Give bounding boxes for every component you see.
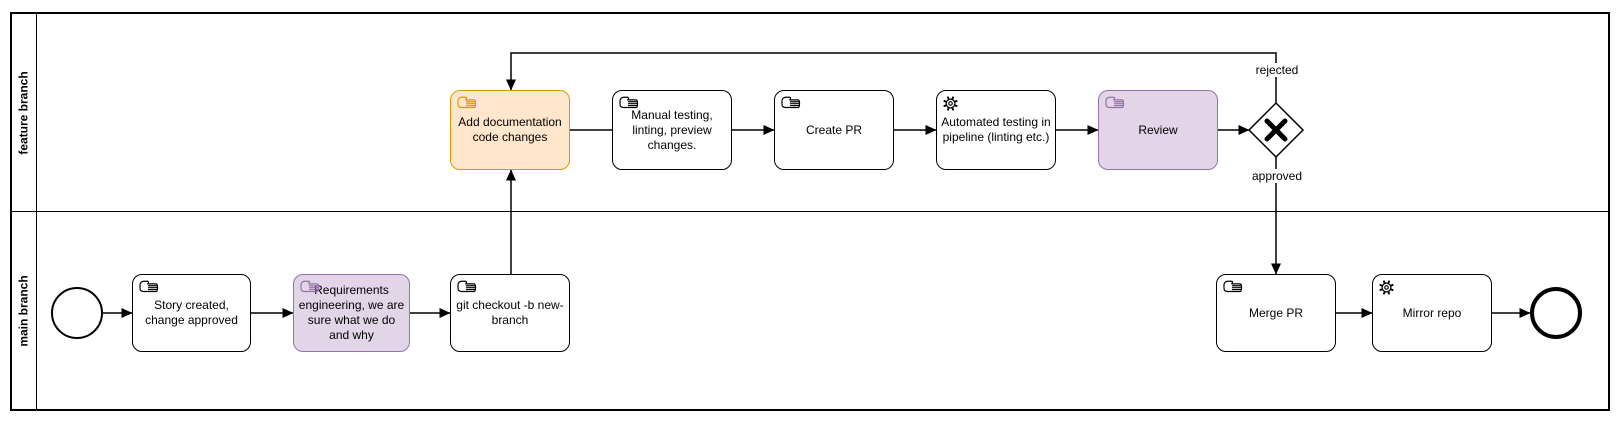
manual-task-icon: [619, 96, 639, 109]
task-automated-testing: Automated testing in pipeline (linting e…: [936, 90, 1056, 170]
manual-task-icon: [1223, 280, 1243, 293]
lane-main-branch: main branch: [12, 212, 1608, 409]
task-label: Add documentation code changes: [458, 115, 562, 144]
lane-label-feature-branch: feature branch: [17, 70, 32, 155]
end-event: [1530, 287, 1582, 339]
task-label: Create PR: [805, 122, 863, 137]
lane-feature-branch: feature branch: [12, 14, 1608, 212]
manual-task-icon: [1105, 96, 1125, 109]
task-label: Requirements engineering, we are sure wh…: [298, 283, 405, 342]
flow-label-rejected: rejected: [1253, 63, 1301, 77]
manual-task-icon: [139, 280, 159, 293]
task-git-checkout: git checkout -b new-branch: [450, 274, 570, 352]
manual-task-icon: [781, 96, 801, 109]
task-label: Automated testing in pipeline (linting e…: [941, 115, 1051, 144]
task-label: Mirror repo: [1402, 305, 1462, 320]
task-label: Manual testing, linting, preview changes…: [631, 107, 713, 152]
task-label: git checkout -b new-branch: [456, 298, 564, 327]
service-task-icon: [1379, 280, 1394, 295]
task-label: Review: [1138, 122, 1178, 137]
lane-header: main branch: [12, 212, 37, 409]
flow-label-approved: approved: [1249, 169, 1305, 183]
task-label: Story created, change approved: [145, 298, 238, 327]
manual-task-icon: [300, 280, 320, 293]
task-review: Review: [1098, 90, 1218, 170]
lane-header: feature branch: [12, 14, 37, 211]
task-mirror-repo: Mirror repo: [1372, 274, 1492, 352]
task-add-documentation: Add documentation code changes: [450, 90, 570, 170]
task-merge-pr: Merge PR: [1216, 274, 1336, 352]
lane-label-main-branch: main branch: [17, 274, 32, 347]
task-requirements-engineering: Requirements engineering, we are sure wh…: [293, 274, 410, 352]
task-manual-testing: Manual testing, linting, preview changes…: [612, 90, 732, 170]
task-label: Merge PR: [1248, 305, 1304, 320]
manual-task-icon: [457, 280, 477, 293]
service-task-icon: [943, 96, 958, 111]
task-story-created: Story created, change approved: [132, 274, 251, 352]
start-event: [51, 287, 103, 339]
manual-task-icon: [457, 96, 477, 109]
process-pool: feature branch main branch: [10, 12, 1610, 411]
task-create-pr: Create PR: [774, 90, 894, 170]
